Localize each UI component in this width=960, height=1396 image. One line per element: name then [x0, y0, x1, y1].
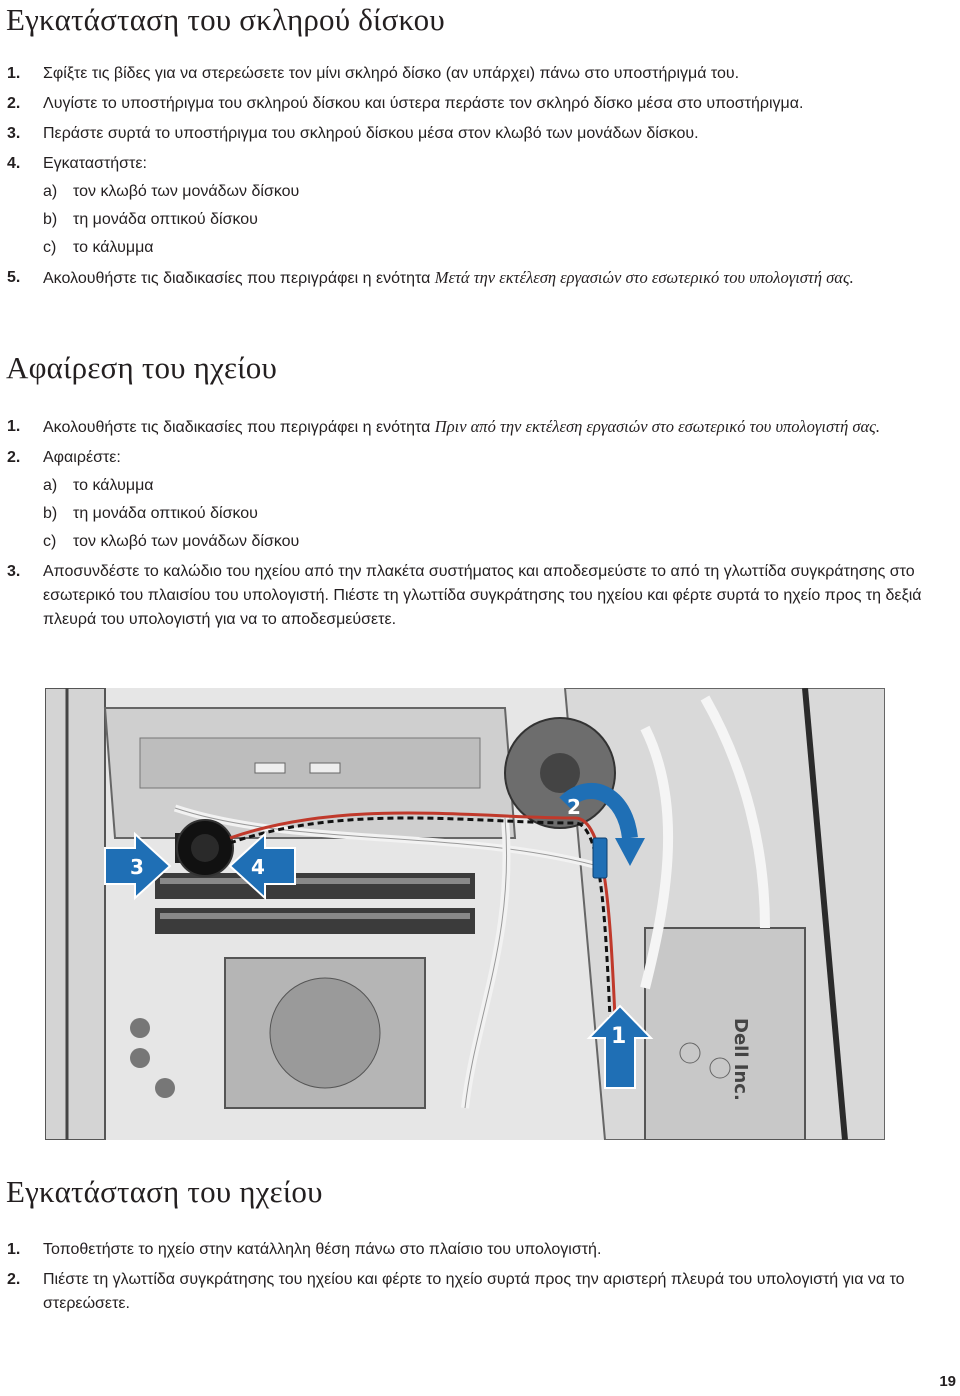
substep-text: τη μονάδα οπτικού δίσκου: [73, 211, 258, 228]
step-text: Πιέστε τη γλωττίδα συγκράτησης του ηχείο…: [43, 1271, 905, 1312]
substep-letter: b): [43, 211, 58, 228]
sub-list-item: c) το κάλυμμα: [0, 234, 960, 262]
callout-3: 3: [104, 831, 172, 901]
callout-layer: 1 2 3 4: [104, 783, 654, 1089]
step-number: 4.: [7, 155, 21, 172]
sub-list-item: b) τη μονάδα οπτικού δίσκου: [0, 500, 960, 528]
step-text: Ακολουθήστε τις διαδικασίες που περιγράφ…: [43, 270, 435, 287]
step-number: 2.: [7, 449, 21, 466]
section-title-install-speaker: Εγκατάσταση του ηχείου: [6, 1174, 323, 1209]
callout-2: 2: [559, 783, 645, 866]
callout-1: 1: [586, 1004, 654, 1089]
substep-letter: a): [43, 183, 58, 200]
step-number: 3.: [7, 125, 21, 142]
callout-4: 4: [228, 831, 296, 901]
callout-1-label: 1: [611, 1024, 626, 1049]
step-number: 1.: [7, 65, 21, 82]
substep-text: το κάλυμμα: [73, 477, 154, 494]
list-item: 1. Τοποθετήστε το ηχείο στην κατάλληλη θ…: [0, 1238, 960, 1262]
substep-letter: b): [43, 505, 58, 522]
step-text: Λυγίστε το υποστήριγμα του σκληρού δίσκο…: [43, 95, 804, 112]
remove-speaker-steps: 1. Ακολουθήστε τις διαδικασίες που περιγ…: [0, 415, 960, 632]
list-item: 3. Περάστε συρτά το υποστήριγμα του σκλη…: [0, 122, 960, 146]
psu-label: Dell Inc.: [730, 1018, 751, 1101]
install-speaker-steps: 1. Τοποθετήστε το ηχείο στην κατάλληλη θ…: [0, 1238, 960, 1316]
list-item: 2. Πιέστε τη γλωττίδα συγκράτησης του ηχ…: [0, 1268, 960, 1316]
cross-reference: Πριν από την εκτέλεση εργασιών στο εσωτε…: [434, 417, 880, 436]
substep-text: τον κλωβό των μονάδων δίσκου: [73, 183, 300, 200]
sub-list-item: c) τον κλωβό των μονάδων δίσκου: [0, 528, 960, 556]
callout-2-label: 2: [567, 795, 581, 819]
step-text: Εγκαταστήστε:: [43, 155, 147, 172]
step-text: Σφίξτε τις βίδες για να στερεώσετε τον μ…: [43, 65, 740, 82]
cross-reference: Μετά την εκτέλεση εργασιών στο εσωτερικό…: [434, 268, 854, 287]
sub-list-item: b) τη μονάδα οπτικού δίσκου: [0, 206, 960, 234]
step-text: Περάστε συρτά το υποστήριγμα του σκληρού…: [43, 125, 699, 142]
step-text: Τοποθετήστε το ηχείο στην κατάλληλη θέση…: [43, 1241, 602, 1258]
step-number: 2.: [7, 1271, 21, 1288]
list-item: 2. Αφαιρέστε:: [0, 446, 960, 470]
speaker-removal-figure: Dell Inc.: [45, 688, 885, 1140]
step-text: Αποσυνδέστε το καλώδιο του ηχείου από τη…: [43, 563, 922, 628]
sub-list-item: a) το κάλυμμα: [0, 472, 960, 500]
substep-text: τον κλωβό των μονάδων δίσκου: [73, 533, 300, 550]
callout-4-label: 4: [251, 855, 265, 879]
substep-letter: c): [43, 239, 57, 256]
list-item: 4. Εγκαταστήστε:: [0, 152, 960, 176]
step-number: 3.: [7, 563, 21, 580]
chassis-illustration: Dell Inc.: [45, 688, 885, 1140]
install-hdd-steps: 1. Σφίξτε τις βίδες για να στερεώσετε το…: [0, 62, 960, 291]
step-number: 1.: [7, 1241, 21, 1258]
section-title-remove-speaker: Αφαίρεση του ηχείου: [6, 350, 278, 385]
step-number: 5.: [7, 269, 21, 286]
list-item: 1. Σφίξτε τις βίδες για να στερεώσετε το…: [0, 62, 960, 86]
sub-list-item: a) τον κλωβό των μονάδων δίσκου: [0, 178, 960, 206]
list-item: 3. Αποσυνδέστε το καλώδιο του ηχείου από…: [0, 560, 960, 632]
step-number: 2.: [7, 95, 21, 112]
step-number: 1.: [7, 418, 21, 435]
list-item: 2. Λυγίστε το υποστήριγμα του σκληρού δί…: [0, 92, 960, 116]
callout-3-label: 3: [130, 855, 144, 879]
list-item: 5. Ακολουθήστε τις διαδικασίες που περιγ…: [0, 266, 960, 291]
step-text: Ακολουθήστε τις διαδικασίες που περιγράφ…: [43, 419, 435, 436]
step-text: Αφαιρέστε:: [43, 449, 121, 466]
list-item: 1. Ακολουθήστε τις διαδικασίες που περιγ…: [0, 415, 960, 440]
substep-letter: c): [43, 533, 57, 550]
substep-letter: a): [43, 477, 58, 494]
substep-text: τη μονάδα οπτικού δίσκου: [73, 505, 258, 522]
substep-text: το κάλυμμα: [73, 239, 154, 256]
section-title-install-hdd: Εγκατάσταση του σκληρού δίσκου: [6, 2, 445, 37]
page-number: 19: [939, 1373, 956, 1390]
